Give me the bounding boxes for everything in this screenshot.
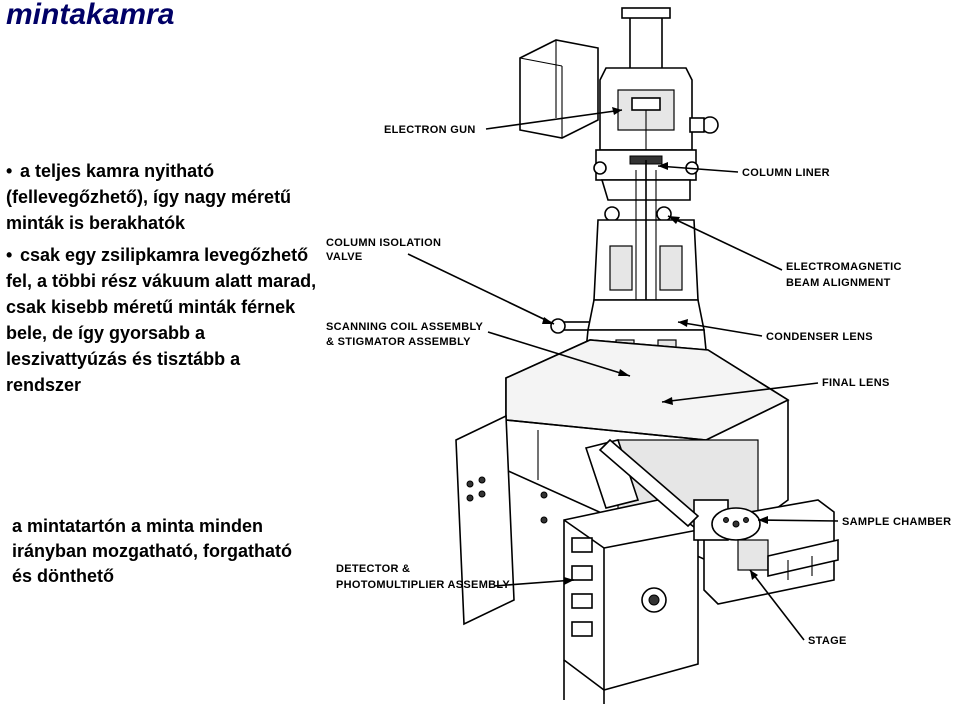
label-em-beam-alignment: ELECTROMAGNETIC [786, 261, 902, 273]
label-detector: DETECTOR & [336, 563, 410, 575]
bullet-list: •a teljes kamra nyitható (fellevegőzhető… [6, 158, 318, 404]
label-scanning-coil: SCANNING COIL ASSEMBLY [326, 321, 484, 333]
column-middle [593, 149, 699, 400]
label-stage: STAGE [808, 635, 847, 647]
label-electron-gun: ELECTRON GUN [384, 124, 476, 136]
label-em-beam-alignment: BEAM ALIGNMENT [786, 277, 891, 289]
column-top [599, 7, 719, 151]
label-sample-chamber: SAMPLE CHAMBER [842, 516, 951, 528]
bullet-item: •csak egy zsilipkamra levegőzhető fel, a… [6, 242, 318, 398]
bullet-glyph: • [6, 245, 13, 265]
arrowheads [542, 107, 768, 585]
label-condenser-lens: CONDENSER LENS [766, 331, 873, 343]
label-scanning-coil: & STIGMATOR ASSEMBLY [326, 336, 471, 348]
bullet-text: a teljes kamra nyitható (fellevegőzhető)… [6, 161, 292, 233]
sample-holder-text: a mintatartón a minta minden irányban mo… [12, 516, 293, 586]
leader-lines [407, 109, 839, 641]
label-column-isolation-valve: VALVE [326, 251, 363, 263]
gun-housing [519, 39, 599, 139]
stage-assembly [693, 499, 839, 605]
detector-assembly [563, 499, 699, 704]
bullet-item: •a teljes kamra nyitható (fellevegőzhető… [6, 158, 318, 236]
sem-diagram: ELECTRON GUN COLUMN LINER COLUMN ISOLATI… [326, 7, 951, 704]
label-column-liner: COLUMN LINER [742, 167, 830, 179]
label-final-lens: FINAL LENS [822, 377, 890, 389]
bullet-text: csak egy zsilipkamra levegőzhető fel, a … [6, 245, 317, 395]
manipulator-rod [584, 438, 700, 528]
label-column-isolation-valve: COLUMN ISOLATION [326, 237, 441, 249]
label-detector: PHOTOMULTIPLIER ASSEMBLY [336, 579, 510, 591]
chamber-door [455, 414, 515, 626]
page-title: mintakamra [6, 0, 175, 31]
bullet-glyph: • [6, 161, 13, 181]
